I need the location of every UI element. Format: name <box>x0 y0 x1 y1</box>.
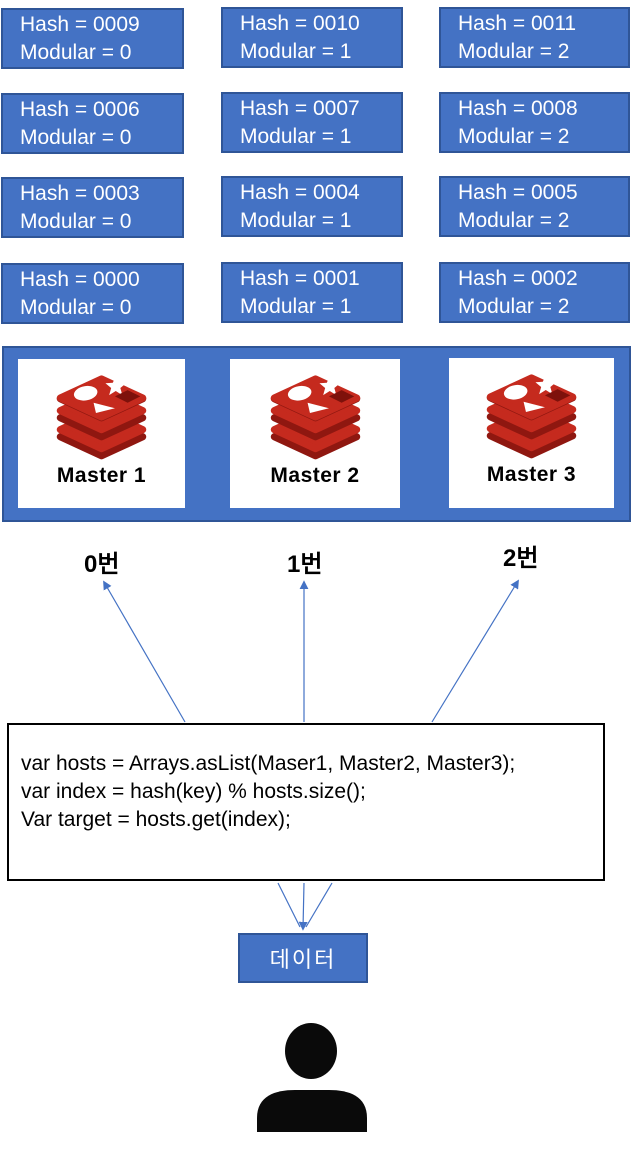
arrow-to-shard-0 <box>103 580 186 723</box>
modular-value: Modular = 0 <box>20 126 132 149</box>
hash-value: Hash = 0007 <box>240 97 360 120</box>
hash-box: Hash = 0002 Modular = 2 <box>439 262 630 323</box>
hash-value: Hash = 0005 <box>458 181 578 204</box>
code-line: var index = hash(key) % hosts.size(); <box>21 780 366 803</box>
arrow-code-to-data <box>298 882 308 931</box>
modular-value: Modular = 0 <box>20 210 132 233</box>
hash-box: Hash = 0000 Modular = 0 <box>1 263 184 324</box>
hash-value: Hash = 0001 <box>240 267 360 290</box>
master-label: Master 3 <box>486 463 577 486</box>
modular-value: Modular = 1 <box>240 295 352 318</box>
data-box-label: 데이터 <box>269 947 337 972</box>
modular-value: Modular = 2 <box>458 295 570 318</box>
code-box: var hosts = Arrays.asList(Maser1, Master… <box>7 723 605 881</box>
hash-value: Hash = 0008 <box>458 97 578 120</box>
redis-icon <box>484 370 579 462</box>
master-card: Master 1 <box>18 359 185 508</box>
hash-box: Hash = 0007 Modular = 1 <box>221 92 403 153</box>
modular-value: Modular = 2 <box>458 125 570 148</box>
modular-value: Modular = 2 <box>458 40 570 63</box>
redis-icon <box>268 371 363 463</box>
hash-value: Hash = 0006 <box>20 98 140 121</box>
modular-value: Modular = 1 <box>240 125 352 148</box>
hash-box: Hash = 0009 Modular = 0 <box>1 8 184 69</box>
hash-value: Hash = 0003 <box>20 182 140 205</box>
hash-value: Hash = 0011 <box>458 12 577 35</box>
master-label: Master 1 <box>56 464 147 487</box>
modular-value: Modular = 2 <box>458 209 570 232</box>
person-icon <box>257 1023 367 1132</box>
line-code-to-data-right <box>305 882 333 928</box>
line-code-to-data-left <box>277 882 301 928</box>
hash-box: Hash = 0011 Modular = 2 <box>439 7 630 68</box>
modular-value: Modular = 1 <box>240 40 352 63</box>
shard-label-0: 0번 <box>84 551 120 578</box>
shard-label-2: 2번 <box>503 545 539 572</box>
hash-value: Hash = 0010 <box>240 12 360 35</box>
hash-box: Hash = 0005 Modular = 2 <box>439 176 630 237</box>
hash-box: Hash = 0003 Modular = 0 <box>1 177 184 238</box>
hash-box: Hash = 0004 Modular = 1 <box>221 176 403 237</box>
hash-box: Hash = 0008 Modular = 2 <box>439 92 630 153</box>
modular-value: Modular = 0 <box>20 296 132 319</box>
data-box: 데이터 <box>238 933 368 983</box>
master-card: Master 2 <box>230 359 400 508</box>
hash-box: Hash = 0006 Modular = 0 <box>1 93 184 154</box>
modular-value: Modular = 1 <box>240 209 352 232</box>
code-line: var hosts = Arrays.asList(Maser1, Master… <box>21 752 516 775</box>
master-card: Master 3 <box>449 358 614 508</box>
hash-value: Hash = 0002 <box>458 267 578 290</box>
modular-value: Modular = 0 <box>20 41 132 64</box>
shard-label-1: 1번 <box>287 551 323 578</box>
hash-value: Hash = 0004 <box>240 181 360 204</box>
hash-box: Hash = 0001 Modular = 1 <box>221 262 403 323</box>
code-line: Var target = hosts.get(index); <box>21 808 291 831</box>
hash-box: Hash = 0010 Modular = 1 <box>221 7 403 68</box>
hash-value: Hash = 0009 <box>20 13 140 36</box>
arrow-to-shard-2 <box>431 579 519 723</box>
redis-icon <box>54 371 149 463</box>
master-label: Master 2 <box>270 464 360 487</box>
hash-value: Hash = 0000 <box>20 268 140 291</box>
